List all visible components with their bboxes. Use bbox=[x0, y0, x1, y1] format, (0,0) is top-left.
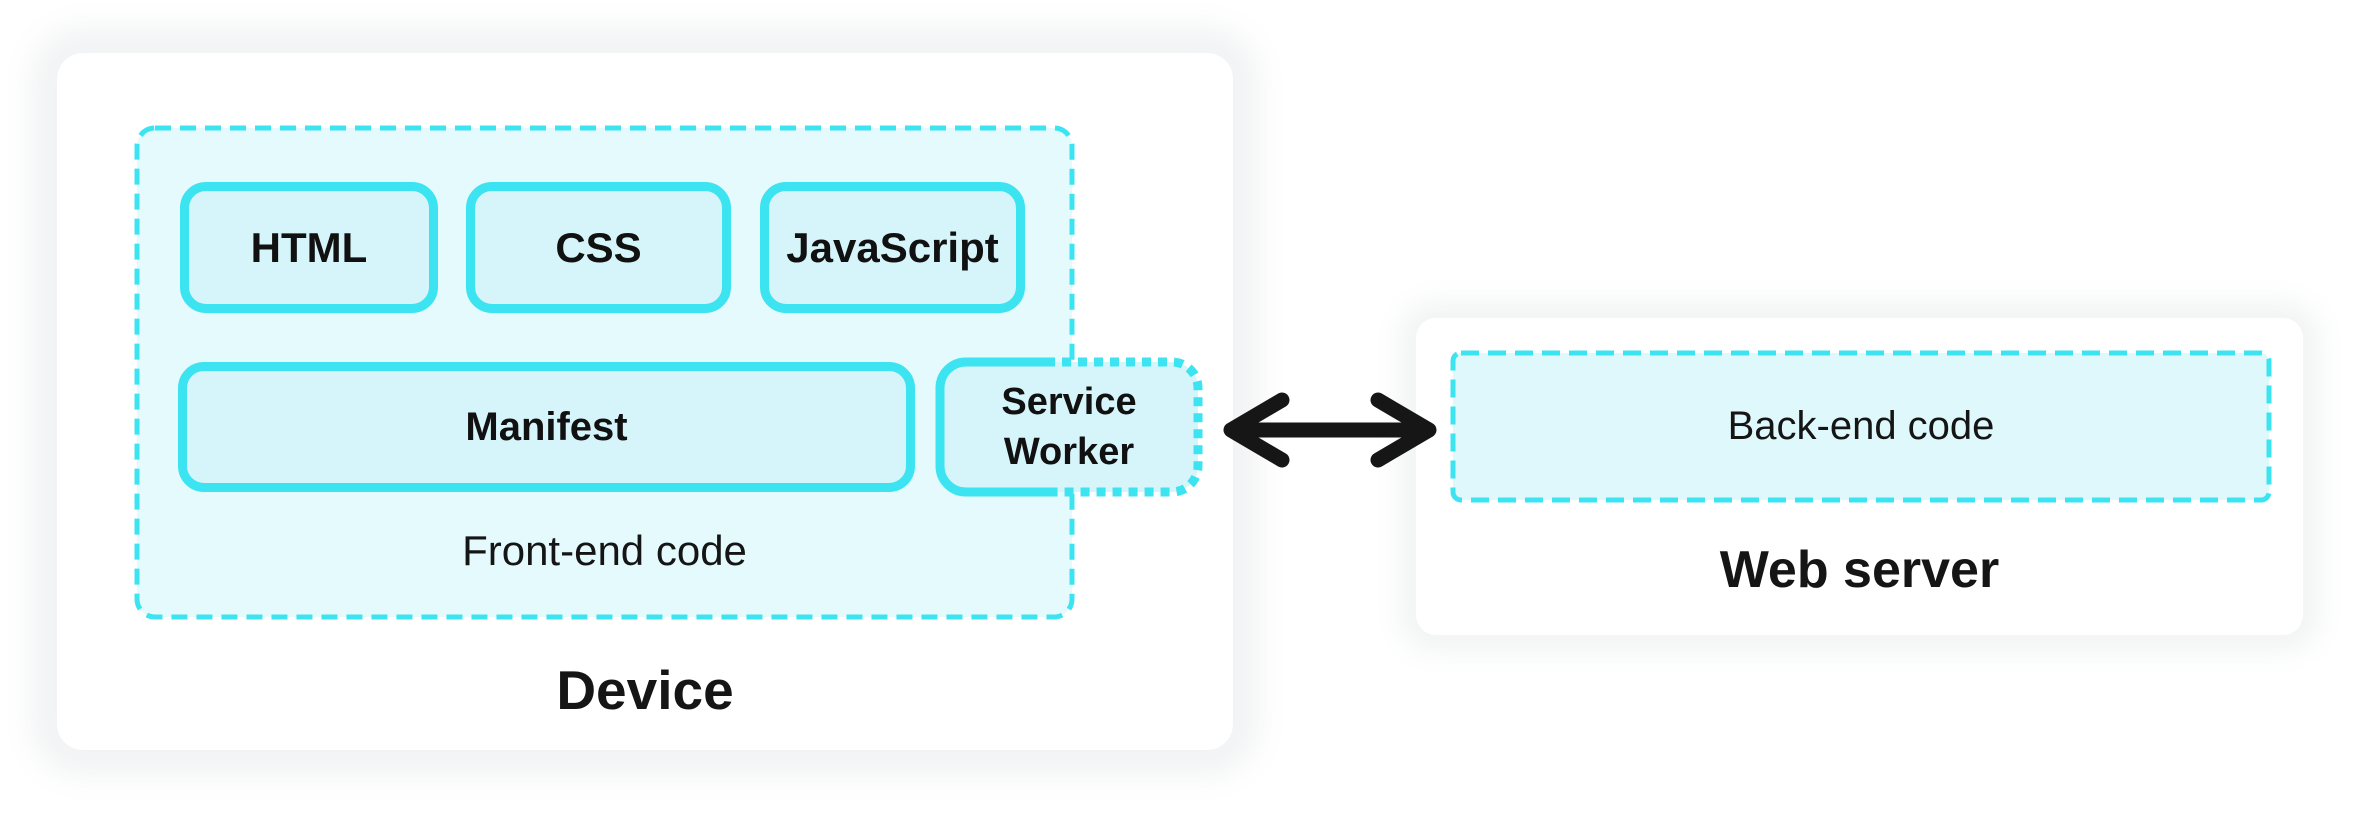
device-caption: Device bbox=[556, 659, 734, 721]
html-box: HTML bbox=[180, 182, 438, 313]
device-server-arrow-icon bbox=[1223, 392, 1437, 468]
css-box: CSS bbox=[466, 182, 731, 313]
service-worker-label: Service Worker bbox=[1001, 380, 1137, 473]
javascript-box: JavaScript bbox=[760, 182, 1025, 313]
web-server-caption: Web server bbox=[1719, 541, 2000, 599]
backend-code-caption: Back-end code bbox=[1727, 404, 1995, 448]
html-box-label: HTML bbox=[250, 223, 368, 271]
javascript-box-label: JavaScript bbox=[786, 223, 999, 271]
frontend-code-caption: Front-end code bbox=[462, 527, 747, 574]
manifest-box-label: Manifest bbox=[465, 404, 628, 449]
css-box-label: CSS bbox=[555, 223, 642, 271]
manifest-box: Manifest bbox=[178, 362, 915, 492]
